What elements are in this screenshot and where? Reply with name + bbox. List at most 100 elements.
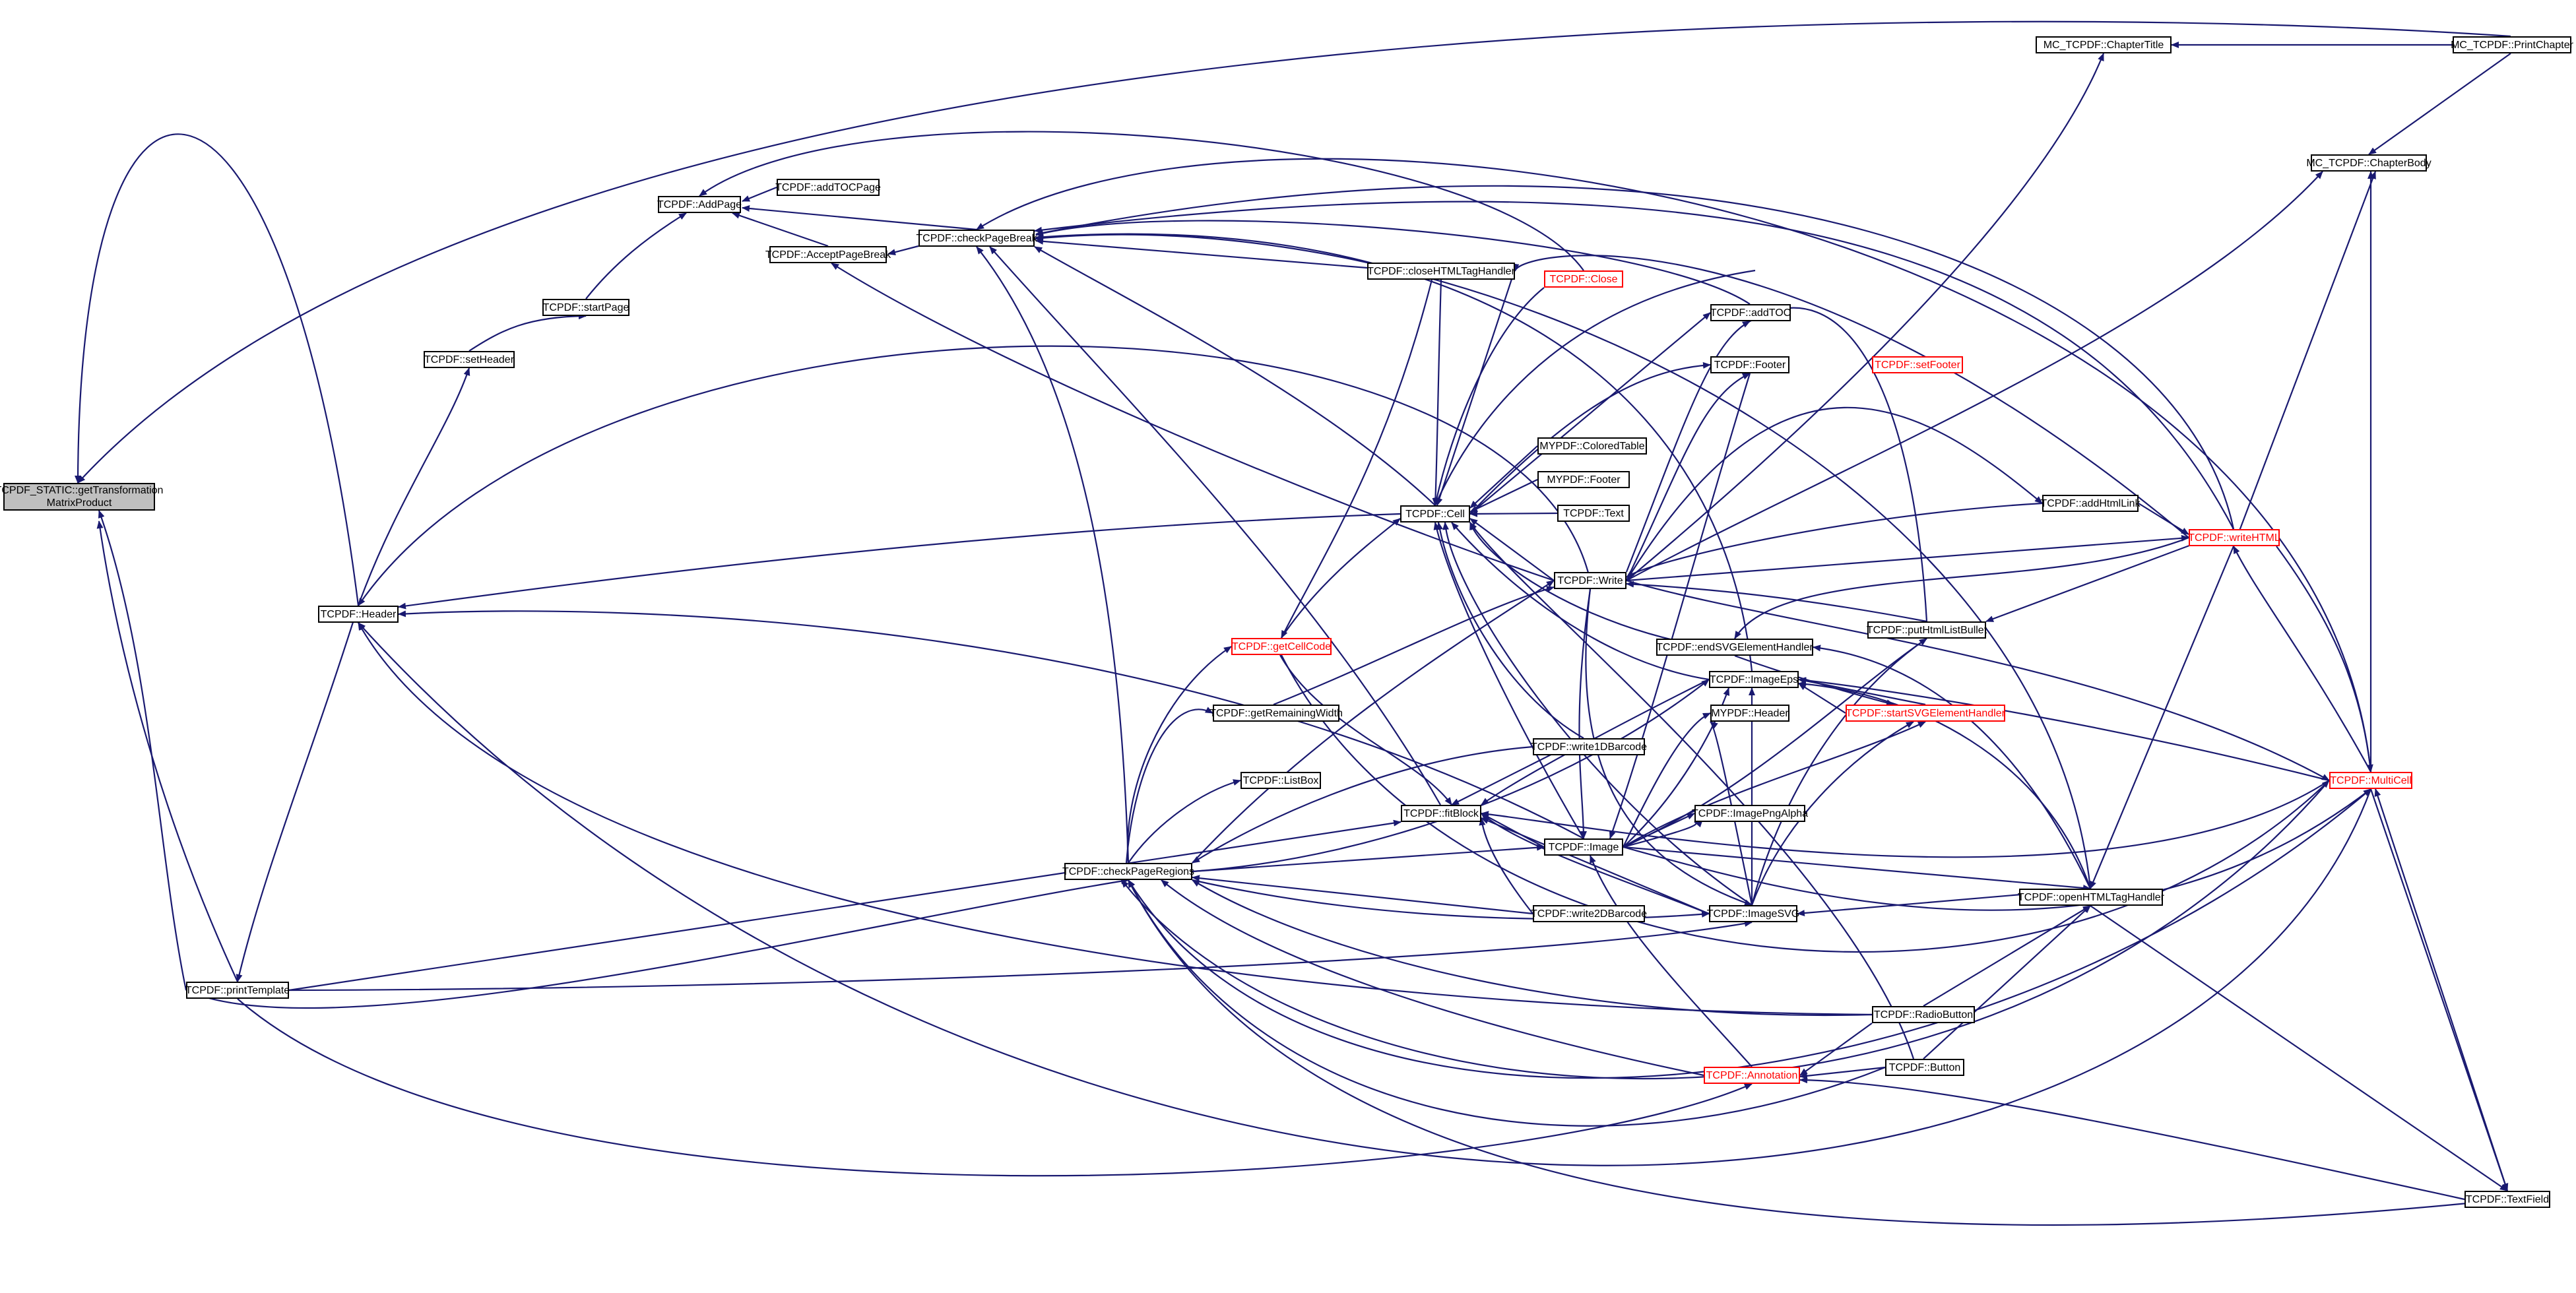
edge-121 (1799, 1023, 1873, 1076)
edge-1 (236, 605, 360, 982)
node-checkPageBreak[interactable]: TCPDF::checkPageBreak (916, 230, 1037, 247)
edge-25 (358, 622, 1873, 1016)
edge-97 (1710, 721, 1753, 906)
edge-12 (1035, 220, 1751, 305)
edge-104 (1798, 680, 2092, 889)
edge-33 (1469, 362, 1711, 515)
node-PrintChapter[interactable]: MC_TCPDF::PrintChapter (2451, 36, 2573, 53)
node-Footer[interactable]: TCPDF::Footer (1710, 356, 1789, 373)
node-putHtmlListBullet[interactable]: TCPDF::putHtmlListBullet (1867, 621, 1987, 639)
edge-124 (1923, 905, 2091, 1059)
edge-0 (96, 520, 238, 982)
node-endSVGElementHandler[interactable]: TCPDF::endSVGElementHandler (1656, 639, 1813, 656)
edge-122 (1799, 1066, 1886, 1079)
node-checkPageRegions[interactable]: TCPDF::checkPageRegions (1062, 863, 1194, 880)
node-ImagePngAlpha[interactable]: TCPDF::ImagePngAlpha (1692, 805, 1808, 822)
node-Cell[interactable]: TCPDF::Cell (1400, 505, 1470, 522)
edge-68 (1192, 745, 1533, 864)
node-MYPDF-Footer[interactable]: MYPDF::Footer (1537, 471, 1630, 488)
edge-38 (1434, 269, 1756, 506)
node-openHTMLTagHandler[interactable]: TCPDF::openHTMLTagHandler (2018, 889, 2164, 906)
edge-126 (1436, 270, 1516, 506)
node-AddPage[interactable]: TCPDF::AddPage (657, 196, 742, 213)
edge-118 (2374, 788, 2509, 1191)
node-ChapterTitle[interactable]: MC_TCPDF::ChapterTitle (2036, 36, 2172, 53)
node-AcceptPageBreak[interactable]: TCPDF::AcceptPageBreak (765, 246, 891, 263)
edge-39 (1433, 287, 1545, 506)
edge-60 (1273, 586, 1555, 706)
node-Image[interactable]: TCPDF::Image (1544, 838, 1623, 856)
node-fitBlock[interactable]: TCPDF::fitBlock (1401, 805, 1481, 822)
node-write2DBarcode[interactable]: TCPDF::write2DBarcode (1531, 905, 1647, 922)
edge-37 (1469, 518, 1555, 581)
edge-4 (357, 367, 470, 606)
edge-70 (1192, 879, 1710, 920)
node-ListBox[interactable]: TCPDF::ListBox (1240, 772, 1321, 789)
node-write1DBarcode[interactable]: TCPDF::write1DBarcode (1531, 738, 1647, 755)
edge-18 (989, 246, 1441, 805)
edge-102 (1749, 307, 1928, 622)
node-TextField[interactable]: TCPDF::TextField (2464, 1191, 2550, 1208)
node-Write[interactable]: TCPDF::Write (1554, 572, 1626, 589)
edge-57 (1626, 581, 1927, 623)
node-MultiCell[interactable]: TCPDF::MultiCell (2329, 772, 2412, 789)
edge-6 (585, 212, 687, 300)
edge-64 (1125, 707, 1213, 864)
edge-48 (1281, 279, 1433, 639)
edge-100 (1734, 654, 1894, 707)
edge-51 (1626, 534, 2189, 582)
edge-28 (185, 877, 1129, 1009)
node-MYPDF-Header[interactable]: MYPDF::Header (1710, 705, 1789, 722)
edge-83 (1481, 780, 2330, 858)
node-startPage[interactable]: TCPDF::startPage (542, 299, 629, 316)
edge-53 (1626, 171, 2323, 581)
edge-55 (1626, 373, 1751, 581)
node-ImageSVG[interactable]: TCPDF::ImageSVG (1707, 905, 1799, 922)
edge-8 (732, 212, 829, 247)
node-Button[interactable]: TCPDF::Button (1885, 1059, 1964, 1076)
node-setHeader[interactable]: TCPDF::setHeader (424, 351, 515, 368)
node-addTOC[interactable]: TCPDF::addTOC (1710, 304, 1791, 321)
edge-34 (1469, 445, 1538, 509)
node-root[interactable]: TCPDF_STATIC::getTransformation MatrixPr… (0, 483, 163, 511)
edge-26 (358, 622, 2372, 1166)
edges (75, 20, 2511, 1226)
node-root-line1: TCPDF_STATIC::getTransformation (0, 485, 164, 496)
edge-119 (2090, 905, 2508, 1191)
node-Text[interactable]: TCPDF::Text (1557, 505, 1630, 522)
edge-5 (468, 313, 587, 352)
node-getRemainingWidth[interactable]: TCPDF::getRemainingWidth (1209, 705, 1343, 722)
node-ImageEps[interactable]: TCPDF::ImageEps (1709, 671, 1799, 688)
edge-47 (1281, 518, 1401, 639)
edge-3 (77, 20, 2511, 484)
node-addHtmlLink[interactable]: TCPDF::addHtmlLink (2040, 495, 2141, 512)
node-ColoredTable[interactable]: MYPDF::ColoredTable (1537, 437, 1647, 455)
edge-99 (1798, 683, 1846, 714)
node-Close[interactable]: TCPDF::Close (1544, 270, 1623, 288)
edge-56 (1625, 321, 1751, 573)
node-writeHTML[interactable]: TCPDF::writeHTML (2188, 529, 2280, 546)
node-setFooter[interactable]: TCPDF::setFooter (1872, 356, 1963, 373)
edge-32 (1469, 312, 1711, 515)
edge-62 (1578, 588, 1592, 839)
edge-63 (1585, 588, 1753, 906)
node-closeHTMLTagHandler[interactable]: TCPDF::closeHTMLTagHandler (1367, 263, 1515, 280)
node-getCellCode[interactable]: TCPDF::getCellCode (1231, 638, 1332, 655)
edge-42 (1451, 522, 1710, 681)
edge-107 (2138, 503, 2189, 535)
node-Annotation[interactable]: TCPDF::Annotation (1704, 1067, 1800, 1084)
edge-15 (1035, 185, 2235, 530)
edge-91 (1623, 821, 1703, 848)
edge-21 (1034, 234, 2092, 889)
node-startSVGElementHandler[interactable]: TCPDF::startSVGElementHandler (1846, 705, 2005, 722)
edge-46 (1469, 522, 1915, 1059)
node-RadioButton[interactable]: TCPDF::RadioButton (1872, 1006, 1975, 1023)
edge-76 (1121, 780, 2330, 1080)
node-addTOCPage[interactable]: TCPDF::addTOCPage (775, 179, 881, 196)
edge-20 (831, 263, 1555, 582)
edge-23 (358, 345, 1592, 606)
node-printTemplate[interactable]: TCPDF::printTemplate (185, 982, 290, 999)
node-Header[interactable]: TCPDF::Header (318, 606, 399, 623)
node-ChapterBody[interactable]: MC_TCPDF::ChapterBody (2306, 154, 2431, 172)
